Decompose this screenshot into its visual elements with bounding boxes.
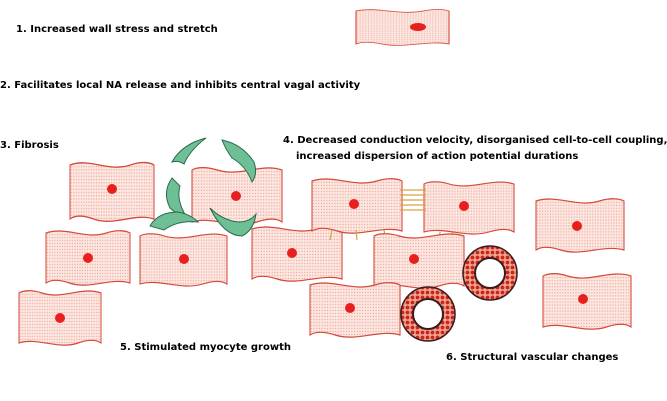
nucleus [83, 253, 93, 263]
fibrosis-crescent [149, 211, 200, 231]
nucleus [179, 254, 189, 264]
nucleus [231, 191, 241, 201]
fibrosis-deposits [149, 137, 257, 237]
vessel-ring [400, 286, 456, 342]
cell-11 [373, 233, 465, 289]
nucleus [409, 254, 419, 264]
label-conduction-line2: increased dispersion of action potential… [296, 151, 579, 162]
label-conduction-line1: 4. Decreased conduction velocity, disorg… [283, 135, 667, 146]
nucleus [55, 313, 65, 323]
nucleus [459, 201, 469, 211]
cell-1 [355, 8, 450, 46]
nucleus [107, 184, 117, 194]
nucleus [349, 199, 359, 209]
vessel-ring [462, 245, 518, 301]
label-na-release: 2. Facilitates local NA release and inhi… [0, 80, 361, 91]
label-wall-stress: 1. Increased wall stress and stretch [16, 24, 218, 35]
nucleus [287, 248, 297, 258]
nucleus [578, 294, 588, 304]
fibrosis-crescent [221, 139, 257, 184]
fibrosis-crescent [166, 177, 188, 217]
label-vascular: 6. Structural vascular changes [446, 352, 619, 363]
label-fibrosis: 3. Fibrosis [0, 140, 59, 151]
nucleus [345, 303, 355, 313]
label-myocyte-growth: 5. Stimulated myocyte growth [120, 342, 291, 353]
fibrosis-crescent [170, 137, 207, 165]
cell-12 [309, 282, 401, 338]
nucleus [410, 23, 426, 31]
cell-9 [423, 181, 515, 235]
cell-6 [251, 226, 343, 282]
diagram-canvas [18, 8, 632, 346]
fibrosis-crescent [209, 207, 257, 237]
nucleus [572, 221, 582, 231]
